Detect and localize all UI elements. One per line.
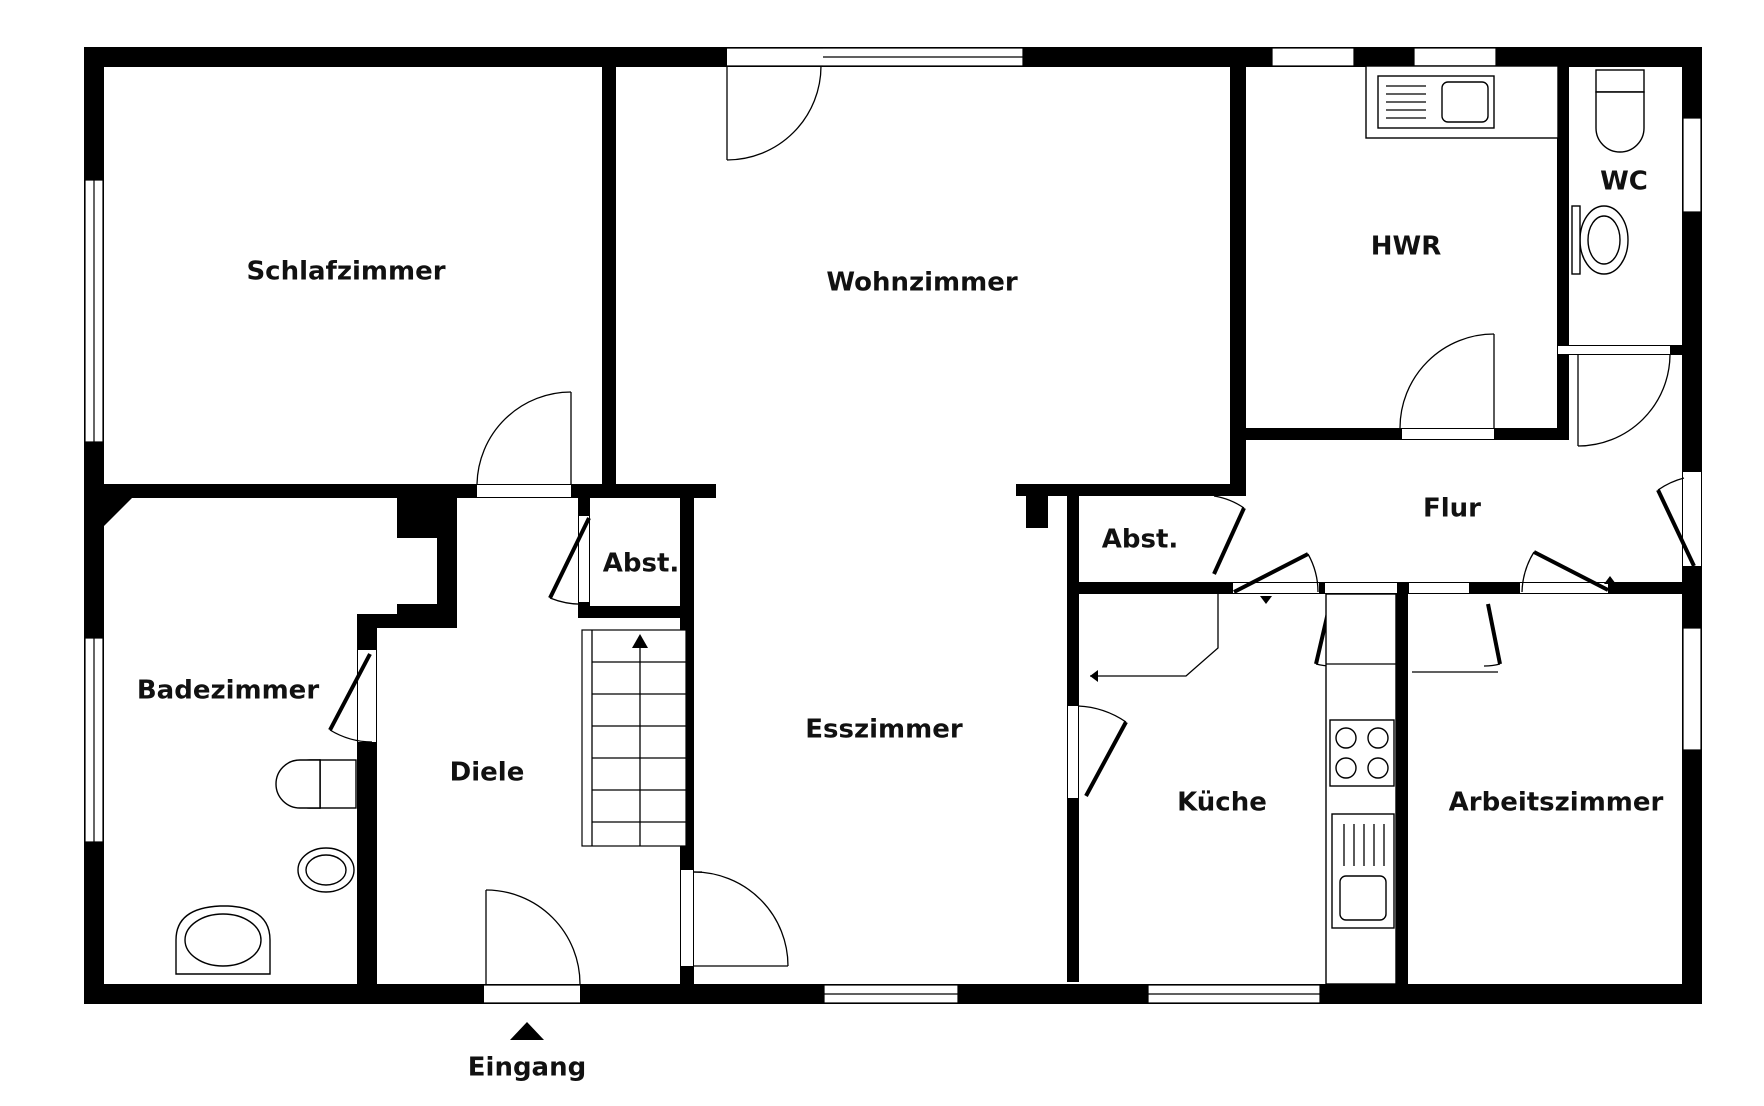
kitchen-corner-unit bbox=[1090, 594, 1219, 677]
label-wc: WC bbox=[1600, 167, 1648, 197]
bath-corner bbox=[104, 498, 132, 526]
label-flur: Flur bbox=[1423, 494, 1481, 524]
label-eingang: Eingang bbox=[468, 1053, 586, 1083]
bath-fixtures bbox=[175, 759, 357, 975]
arrow-icon bbox=[1260, 596, 1272, 604]
label-kueche: Küche bbox=[1177, 788, 1267, 818]
label-diele: Diele bbox=[450, 758, 525, 788]
label-arbeitszimmer: Arbeitszimmer bbox=[1449, 788, 1664, 818]
doors bbox=[328, 47, 1696, 985]
label-wohnzimmer: Wohnzimmer bbox=[826, 268, 1017, 298]
label-esszimmer: Esszimmer bbox=[805, 715, 963, 745]
label-schlafzimmer: Schlafzimmer bbox=[246, 257, 445, 287]
interior-walls bbox=[84, 65, 1702, 984]
label-abst-1: Abst. bbox=[603, 549, 680, 579]
label-hwr: HWR bbox=[1371, 232, 1441, 262]
room-labels: Schlafzimmer Wohnzimmer HWR WC Flur Abst… bbox=[137, 167, 1664, 1083]
entrance-arrow-icon bbox=[510, 1022, 544, 1040]
arrow-icon bbox=[1090, 670, 1098, 682]
staircase bbox=[581, 629, 687, 847]
label-badezimmer: Badezimmer bbox=[137, 676, 319, 706]
door-gaps bbox=[358, 346, 1701, 966]
wc-fixtures bbox=[1571, 69, 1645, 275]
kitchen-fixtures bbox=[1325, 593, 1397, 985]
label-abst-2: Abst. bbox=[1102, 525, 1179, 555]
arrow-icon bbox=[1604, 576, 1616, 584]
hwr-sink bbox=[1365, 65, 1559, 139]
